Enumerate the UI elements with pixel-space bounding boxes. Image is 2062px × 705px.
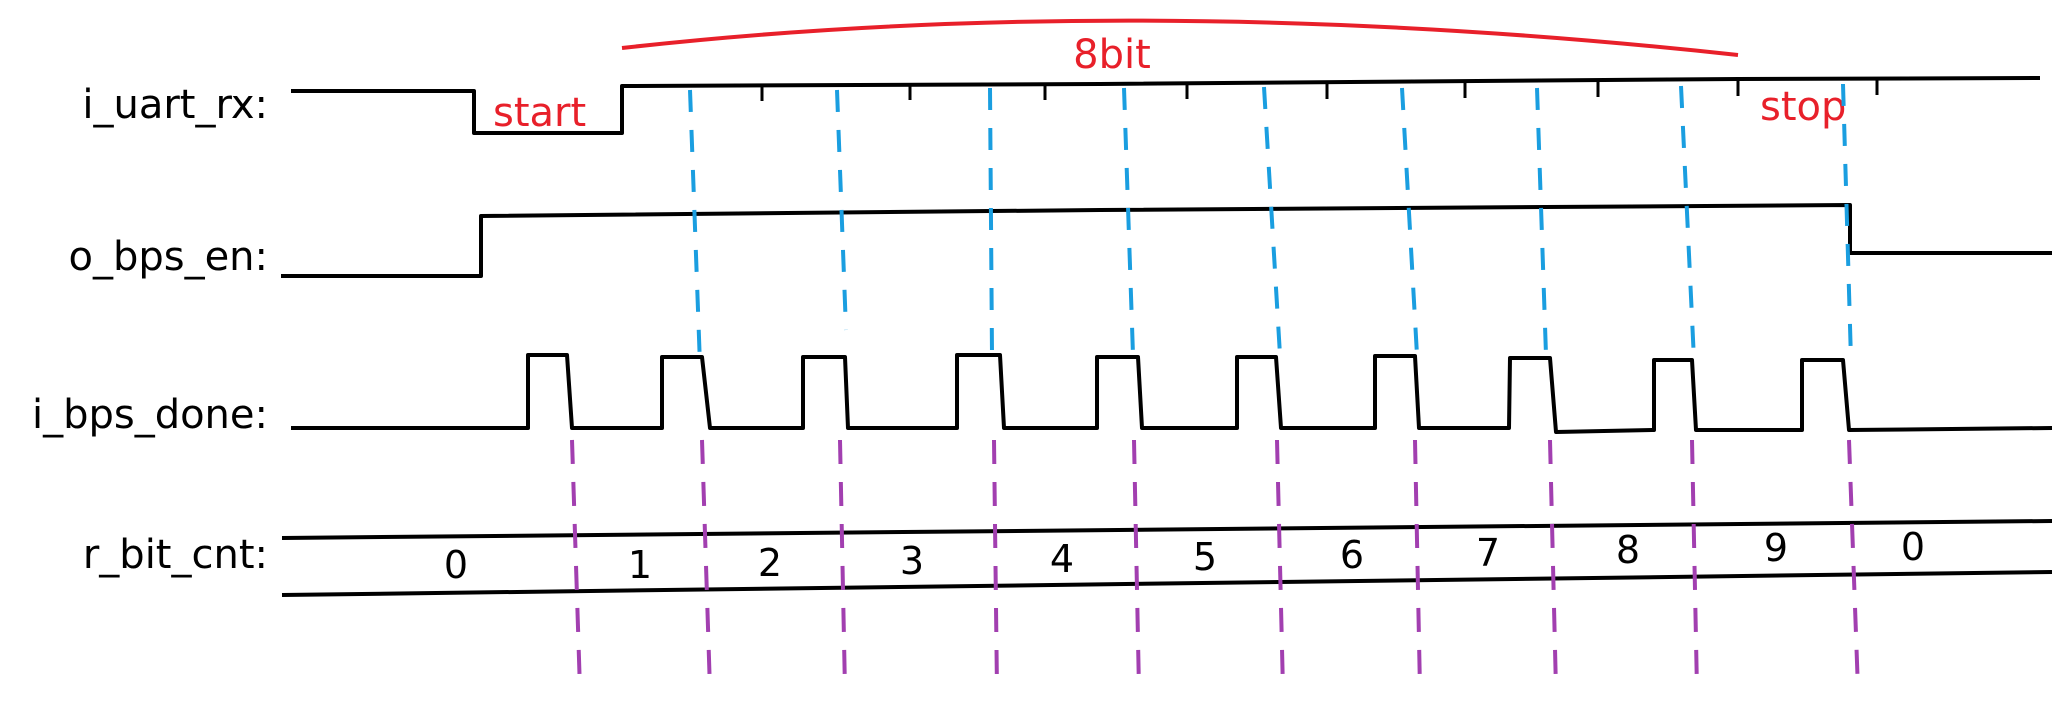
bit-cnt-value: 5: [1193, 535, 1217, 579]
bit-cnt-value: 0: [1901, 525, 1925, 569]
sample-guide-line: [1400, 87, 1419, 356]
bit-cnt-value: 6: [1340, 533, 1364, 577]
sample-guide-line: [1841, 83, 1853, 361]
bit-cnt-values: 0 1 2 3 4 5 6 7 8 9 0: [444, 525, 1925, 587]
sample-guide-line: [1679, 85, 1696, 361]
bps-done-waveform: [291, 353, 2053, 434]
bit-cnt-value: 4: [1050, 537, 1074, 581]
sample-guide-line: [988, 87, 994, 356]
signal-label-bps-done: i_bps_done:: [32, 392, 268, 438]
bit-cnt-value: 9: [1764, 526, 1788, 570]
sample-guide-line: [835, 89, 848, 331]
signal-label-bit-cnt: r_bit_cnt:: [83, 532, 268, 578]
bps-en-waveform: [281, 203, 2052, 278]
sample-guide-line: [1262, 86, 1282, 356]
start-bit-label: start: [493, 90, 586, 136]
sample-guide-line: [688, 89, 702, 366]
sample-guide-line: [1535, 87, 1548, 356]
count-guide-line: [700, 439, 712, 691]
uart-rx-waveform: [291, 76, 2041, 135]
count-guide-line: [992, 439, 999, 691]
count-guide-line: [1548, 439, 1558, 691]
bit-cnt-value: 7: [1476, 531, 1500, 575]
bit-cnt-value: 0: [444, 543, 468, 587]
count-guide-line: [1690, 439, 1699, 691]
count-guide-line: [1132, 439, 1141, 691]
eight-bit-label: 8bit: [1073, 32, 1151, 78]
bit-cnt-value: 8: [1616, 528, 1640, 572]
bit-cnt-value: 2: [758, 541, 782, 585]
stop-bit-label: stop: [1760, 84, 1846, 130]
signal-label-bps-en: o_bps_en:: [68, 234, 268, 280]
bit-cnt-value: 3: [900, 539, 924, 583]
uart-rx-bit-ticks: [760, 79, 1879, 101]
count-guide-line: [1413, 439, 1422, 691]
eight-bit-span-arc: [621, 18, 1739, 57]
sample-point-guides: [688, 83, 1853, 366]
bit-cnt-bus-bottom: [281, 570, 2053, 597]
count-guide-line: [1847, 439, 1860, 691]
signal-label-uart-rx: i_uart_rx:: [82, 82, 268, 128]
count-guide-line: [1275, 439, 1285, 691]
bit-cnt-value: 1: [628, 543, 652, 587]
count-guide-line: [838, 439, 847, 691]
count-guide-line: [570, 439, 582, 691]
sample-guide-line: [1122, 87, 1135, 356]
